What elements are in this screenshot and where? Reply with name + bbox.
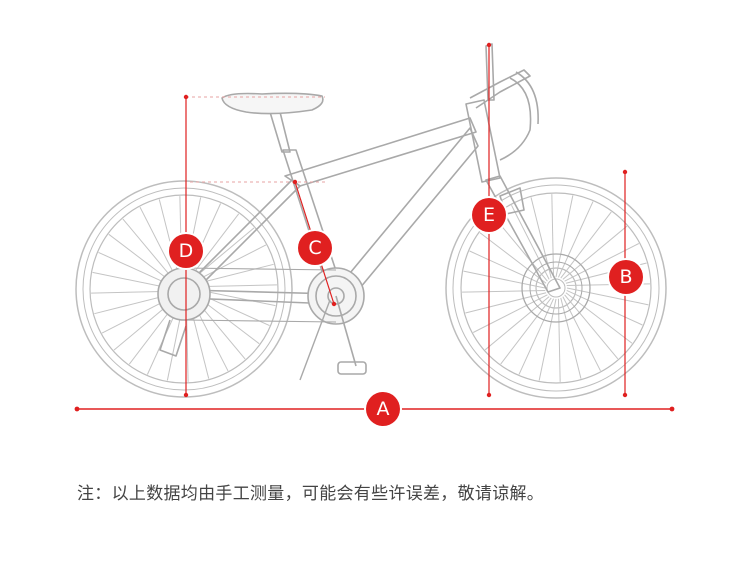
label-d-badge: D — [169, 234, 203, 268]
bike-frame — [157, 43, 591, 381]
label-c-badge: C — [298, 231, 332, 265]
label-b-badge: B — [609, 260, 643, 294]
measurement-disclaimer: 注：以上数据均由手工测量，可能会有些许误差，敬请谅解。 — [77, 484, 545, 504]
label-e-badge: E — [472, 198, 506, 232]
measurement-lines — [74, 42, 675, 412]
label-a-badge: A — [366, 392, 400, 426]
